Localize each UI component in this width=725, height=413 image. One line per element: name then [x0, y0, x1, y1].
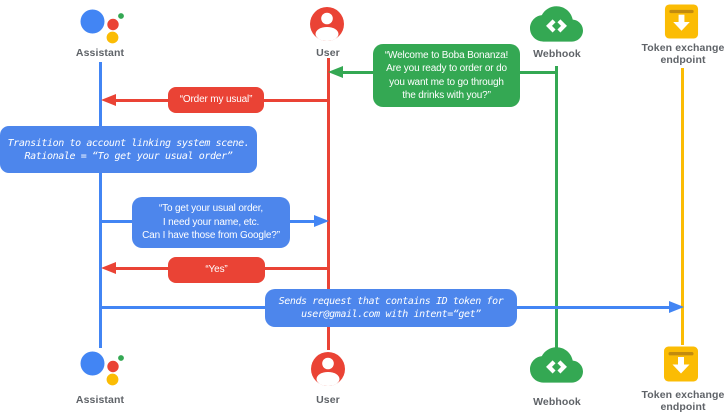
yes-text: “Yes” — [205, 264, 228, 276]
welcome-arrowhead-left-icon — [328, 66, 343, 78]
order-usual-bubble: “Order my usual” — [168, 87, 264, 113]
google-assistant-icon — [74, 345, 126, 389]
token-endpoint-label-line-2: endpoint — [660, 401, 706, 413]
token-endpoint-label-line-1: Token exchange — [641, 42, 725, 54]
send-request-note-box: Sends request that contains ID token for… — [265, 289, 517, 327]
welcome-line-3: you want me to go through — [389, 76, 504, 88]
token-endpoint-label: Token exchange endpoint — [640, 42, 725, 66]
webhook-lifeline — [555, 66, 558, 348]
user-icon — [311, 352, 345, 386]
webhook-cloud-icon — [530, 6, 583, 44]
user-lifeline — [327, 58, 330, 350]
webhook-cloud-icon — [530, 347, 583, 385]
webhook-label: Webhook — [533, 396, 581, 408]
order-arrowhead-left-icon — [101, 94, 116, 106]
send-request-arrowhead-right-icon — [669, 301, 684, 313]
yes-bubble: “Yes” — [168, 257, 265, 283]
order-usual-text: “Order my usual” — [179, 94, 253, 106]
need-info-line-3: Can I have those from Google?” — [142, 230, 280, 242]
token-endpoint-lifeline — [681, 68, 684, 345]
need-info-line-2: I need your name, etc. — [162, 216, 260, 228]
assistant-label: Assistant — [75, 47, 125, 59]
assistant-label: Assistant — [75, 394, 125, 406]
transition-line-2: Rationale = “To get your usual order” — [24, 150, 233, 162]
need-info-bubble: “To get your usual order, I need your na… — [132, 197, 290, 248]
welcome-line-2: Are you ready to order or do — [386, 63, 507, 74]
need-info-line-1: “To get your usual order, — [158, 203, 264, 215]
user-label: User — [316, 394, 340, 406]
welcome-line-4: the drinks with you?” — [402, 90, 491, 101]
transition-line-1: Transition to account linking system sce… — [7, 137, 250, 149]
token-endpoint-label-line-2: endpoint — [660, 54, 706, 66]
need-info-arrowhead-right-icon — [314, 215, 329, 227]
welcome-line-1: “Welcome to Boba Bonanza! — [384, 49, 509, 61]
webhook-label: Webhook — [533, 48, 581, 60]
token-endpoint-label-line-1: Token exchange — [641, 389, 725, 401]
token-endpoint-label: Token exchange endpoint — [640, 389, 725, 413]
send-request-line-1: Sends request that contains ID token for — [278, 296, 504, 307]
token-exchange-endpoint-icon — [662, 344, 700, 384]
assistant-lifeline — [99, 62, 102, 348]
user-icon — [310, 7, 344, 41]
send-request-line-2: user@gmail.com with intent=“get” — [301, 309, 481, 320]
token-exchange-endpoint-icon — [663, 2, 700, 41]
transition-note-box: Transition to account linking system sce… — [0, 126, 257, 173]
welcome-message-bubble: “Welcome to Boba Bonanza! Are you ready … — [373, 44, 520, 107]
google-assistant-icon — [74, 3, 126, 47]
yes-arrowhead-left-icon — [101, 262, 116, 274]
user-label: User — [316, 47, 340, 59]
